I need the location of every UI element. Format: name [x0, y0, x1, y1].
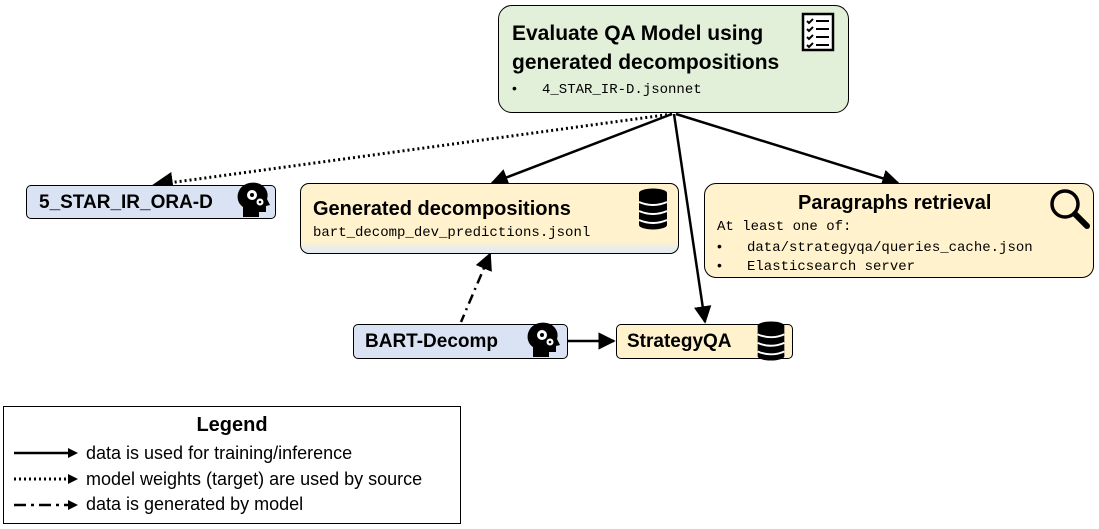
- edge-bart-to-generated: [459, 252, 492, 323]
- evaluate-title-line1: Evaluate QA Model using: [512, 22, 764, 45]
- paragraphs-intro: At least one of:: [717, 219, 852, 235]
- edge-evaluate-to-paragraphs: [675, 112, 900, 187]
- paragraphs-title: Paragraphs retrieval: [798, 192, 992, 214]
- generated-file: bart_decomp_dev_predictions.jsonl: [313, 225, 591, 241]
- legend: Legend data is used for training/inferen…: [3, 406, 461, 524]
- database-icon: [757, 321, 785, 361]
- bullet-dot: •: [717, 238, 722, 254]
- bullet-dot: •: [512, 80, 517, 96]
- legend-title: Legend: [196, 414, 268, 436]
- edge-evaluate-to-generated: [490, 112, 673, 186]
- legend-item-dashdot: data is generated by model: [86, 494, 304, 514]
- bullet-dot: •: [717, 257, 722, 273]
- strategyqa-title: StrategyQA: [627, 331, 732, 352]
- brain-gears-icon: [527, 322, 560, 357]
- evaluate-title-line2: generated decompositions: [512, 51, 780, 74]
- node-bart: BART-Decomp: [353, 322, 568, 359]
- node-generated: Generated decompositions bart_decomp_dev…: [300, 183, 679, 254]
- node-evaluate: Evaluate QA Model using generated decomp…: [498, 5, 849, 113]
- ora-title: 5_STAR_IR_ORA-D: [39, 192, 213, 213]
- database-icon: [638, 188, 668, 230]
- legend-item-dotted: model weights (target) are used by sourc…: [86, 469, 423, 489]
- search-icon: [1050, 189, 1090, 229]
- brain-gears-icon: [237, 182, 270, 217]
- checklist-icon: [801, 12, 835, 52]
- edge-evaluate-to-strategyqa: [672, 113, 712, 324]
- evaluate-config-file: 4_STAR_IR-D.jsonnet: [542, 82, 702, 98]
- paragraphs-bullet-elasticsearch: Elasticsearch server: [747, 259, 916, 275]
- bart-title: BART-Decomp: [365, 331, 499, 352]
- generated-title: Generated decompositions: [313, 198, 571, 220]
- evaluate-bullet-item: • 4_STAR_IR-D.jsonnet: [512, 80, 702, 98]
- legend-dashdot-arrow: [14, 500, 78, 510]
- edge-evaluate-to-ora: [151, 112, 673, 193]
- paragraphs-bullet-item: • Elasticsearch server: [717, 257, 915, 275]
- node-paragraphs: Paragraphs retrieval At least one of: • d…: [704, 183, 1094, 278]
- legend-item-solid: data is used for training/inference: [86, 443, 353, 463]
- node-strategyqa: StrategyQA: [616, 321, 793, 361]
- legend-solid-arrow: [14, 448, 78, 458]
- paragraphs-bullet-item: • data/strategyqa/queries_cache.json: [717, 238, 1033, 256]
- paragraphs-bullet-cache: data/strategyqa/queries_cache.json: [747, 240, 1033, 256]
- legend-dotted-arrow: [14, 474, 78, 484]
- node-ora: 5_STAR_IR_ORA-D: [26, 182, 276, 219]
